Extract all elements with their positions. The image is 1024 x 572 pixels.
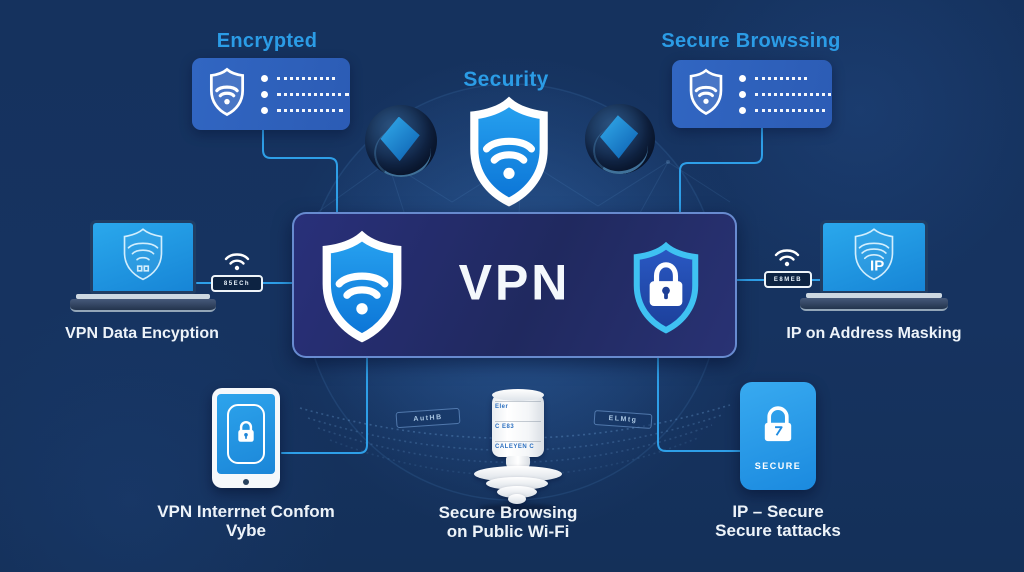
left-laptop-base [70, 299, 216, 312]
connector-browsing-to-vpn [679, 127, 763, 213]
dotted-text-line [277, 76, 335, 80]
security-shield-icon [458, 94, 560, 215]
bullet-icon [739, 90, 746, 98]
right-laptop-base [800, 298, 948, 311]
dotted-text-line [755, 108, 825, 112]
data-arcs [299, 404, 731, 477]
left-laptop-hinge [76, 294, 210, 299]
tablet-device [212, 388, 280, 488]
dotted-text-line [755, 76, 807, 80]
encrypted-card [192, 58, 350, 130]
cylinder-band: EIer [495, 401, 541, 410]
bullet-icon [739, 74, 746, 82]
connector-encrypted-to-vpn [262, 129, 338, 213]
lock-frame [227, 404, 265, 464]
shield-wifi-sketch-icon [110, 225, 176, 290]
security-title: Security [463, 68, 549, 91]
secure-browsing-list [739, 74, 831, 114]
shield-lock-icon [623, 238, 709, 343]
vpn-panel: VPN [292, 212, 737, 358]
security-orb-right [585, 104, 655, 174]
cylinder-band: C E83 [495, 421, 541, 430]
home-button [243, 479, 249, 485]
left-laptop-screen [90, 220, 196, 294]
bullet-icon [261, 74, 268, 82]
shield-wifi-icon [310, 230, 414, 349]
right-laptop-screen: IP [820, 220, 928, 294]
security-orb-left [365, 105, 437, 177]
shield-wifi-outline-icon [204, 66, 250, 123]
lock-icon [232, 417, 260, 452]
secure-browsing-title: Secure Browssing [661, 30, 841, 52]
secure-badge-label: SECURE [754, 460, 802, 471]
cylinder-band: CALEYEN C [495, 441, 541, 450]
tablet-screen [217, 394, 275, 474]
tablet-caption: VPN Interrnet Confom Vybe [148, 502, 344, 540]
dotted-text-line [277, 108, 343, 112]
connector-vpn-to-secure-card [657, 357, 741, 452]
filter-cylinder: EIer C E83 CALEYEN C [492, 389, 544, 457]
list-item [739, 90, 831, 98]
secure-caption-line2: Secure tattacks [715, 521, 841, 540]
list-item [261, 74, 349, 82]
tablet-caption-line1: VPN Interrnet Confom [157, 502, 335, 521]
bullet-icon [739, 106, 746, 114]
funnel-caption-line2: on Public Wi-Fi [446, 522, 570, 541]
dotted-text-line [277, 92, 349, 96]
funnel-neck [506, 456, 530, 469]
funnel-caption-line1: Secure Browsing [438, 503, 578, 522]
padlock-icon [756, 402, 800, 453]
secure-lock-card: SECURE [740, 382, 816, 490]
left-router: 85ECh [211, 275, 263, 292]
list-item [261, 106, 349, 114]
wifi-icon [222, 250, 252, 277]
tablet-caption-line2: Vybe [225, 521, 266, 540]
wifi-icon [772, 246, 802, 273]
encrypted-list [261, 74, 349, 114]
funnel-shadow [478, 504, 558, 512]
secure-card-caption: IP – Secure Secure tattacks [688, 502, 868, 540]
secure-browsing-card [672, 60, 832, 128]
connector-tablet-to-vpn [281, 357, 368, 454]
vpn-label: VPN [458, 254, 571, 311]
list-item [261, 90, 349, 98]
ip-screen-label: IP [870, 257, 885, 275]
funnel-caption: Secure Browsing on Public Wi-Fi [410, 503, 606, 541]
bullet-icon [261, 106, 268, 114]
shield-ip-sketch-icon [841, 225, 907, 290]
bullet-icon [261, 90, 268, 98]
funnel-disc-medium [486, 477, 548, 490]
list-item [739, 74, 831, 82]
encrypted-title: Encrypted [216, 30, 318, 52]
list-item [739, 106, 831, 114]
right-laptop-caption: IP on Address Masking [786, 325, 962, 342]
right-laptop-hinge [806, 293, 942, 298]
funnel-tip [508, 494, 526, 504]
dotted-text-line [755, 92, 831, 96]
left-laptop-caption: VPN Data Encyption [65, 325, 219, 342]
secure-caption-line1: IP – Secure [732, 502, 824, 521]
right-router: E8MEB [764, 271, 812, 288]
shield-wifi-outline-icon [684, 67, 728, 122]
funnel-disc-small [497, 486, 537, 498]
